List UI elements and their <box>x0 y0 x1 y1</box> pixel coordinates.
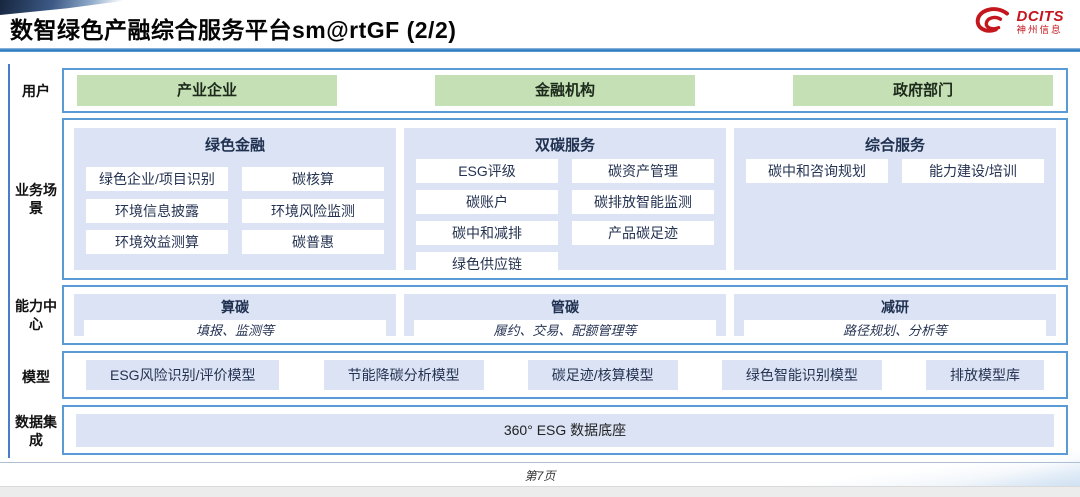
left-accent-line <box>8 64 10 458</box>
dcits-logo-subtitle: 神州信息 <box>1016 24 1063 36</box>
scenario-item: 碳核算 <box>242 166 384 191</box>
capability-title: 管碳 <box>551 299 579 315</box>
page-title: 数智绿色产融综合服务平台sm@rtGF (2/2) <box>10 17 457 43</box>
scenario-item: ESG评级 <box>416 159 558 183</box>
scenario-item: 碳中和减排 <box>416 221 558 245</box>
capability-block-manage-carbon: 管碳 履约、交易、配额管理等 <box>404 294 726 339</box>
esg-data-base-bar: 360° ESG 数据底座 <box>76 413 1054 447</box>
footer-divider <box>0 462 1080 463</box>
dcits-swoosh-icon <box>975 7 1009 33</box>
dcits-logo-text: DCITS 神州信息 <box>1017 9 1065 36</box>
model-chip: 碳足迹/核算模型 <box>527 360 678 390</box>
model-chip: ESG风险识别/评价模型 <box>86 360 280 390</box>
scenario-item: 碳排放智能监测 <box>572 190 714 214</box>
scenario-item: 碳资产管理 <box>572 159 714 183</box>
scenario-items-grid: 绿色企业/项目识别 碳核算 环境信息披露 环境风险监测 环境效益测算 碳普惠 <box>82 159 388 262</box>
capability-desc: 路径规划、分析等 <box>744 320 1046 339</box>
user-chip-government: 政府部门 <box>793 75 1053 106</box>
capability-block-reduce-research: 减研 路径规划、分析等 <box>734 294 1056 339</box>
scenario-column-green-finance: 绿色金融 绿色企业/项目识别 碳核算 环境信息披露 环境风险监测 环境效益测算 … <box>74 128 396 270</box>
scenario-column-title: 综合服务 <box>864 137 925 154</box>
capability-desc: 填报、监测等 <box>84 320 386 339</box>
capability-block-count-carbon: 算碳 填报、监测等 <box>74 294 396 339</box>
scenario-item: 碳账户 <box>416 190 558 214</box>
scenario-item: 绿色供应链 <box>416 252 558 276</box>
capabilities-row: 算碳 填报、监测等 管碳 履约、交易、配额管理等 减研 路径规划、分析等 <box>62 285 1068 345</box>
scenario-item: 碳普惠 <box>242 230 384 255</box>
title-underline <box>0 48 1080 52</box>
dcits-logo: DCITS 神州信息 <box>972 7 1065 37</box>
data-integration-row: 360° ESG 数据底座 <box>62 405 1068 455</box>
scenario-item: 碳中和咨询规划 <box>746 159 888 183</box>
capability-title: 算碳 <box>221 299 249 315</box>
scenario-item: 环境效益测算 <box>86 230 228 255</box>
users-row: 产业企业 金融机构 政府部门 <box>62 68 1068 113</box>
scenario-item: 绿色企业/项目识别 <box>86 166 228 191</box>
scenario-column-title: 双碳服务 <box>534 137 595 154</box>
layer-label-scenarios: 业务场景 <box>15 182 57 217</box>
user-chip-financial: 金融机构 <box>435 75 695 106</box>
layer-label-capabilities: 能力中心 <box>15 298 57 333</box>
scenario-item: 环境信息披露 <box>86 198 228 223</box>
layer-label-users: 用户 <box>22 83 50 99</box>
scenario-column-dual-carbon: 双碳服务 ESG评级 碳资产管理 碳账户 碳排放智能监测 碳中和减排 产品碳足迹… <box>404 128 726 276</box>
model-chip: 节能降碳分析模型 <box>323 360 484 390</box>
scenario-item: 产品碳足迹 <box>572 221 714 245</box>
dcits-logo-name: DCITS <box>1016 7 1064 25</box>
page-number: 第7页 <box>524 469 556 483</box>
scenario-item: 能力建设/培训 <box>902 159 1044 183</box>
scenario-item: 环境风险监测 <box>242 198 384 223</box>
capability-title: 减研 <box>881 299 909 315</box>
scenario-column-comprehensive: 综合服务 碳中和咨询规划 能力建设/培训 <box>734 128 1056 270</box>
scenario-column-title: 绿色金融 <box>204 137 265 154</box>
model-chip: 排放模型库 <box>925 360 1044 390</box>
layer-label-models: 模型 <box>22 369 50 385</box>
model-chip: 绿色智能识别模型 <box>721 360 882 390</box>
layer-label-data: 数据集成 <box>15 414 57 449</box>
scenarios-row: 绿色金融 绿色企业/项目识别 碳核算 环境信息披露 环境风险监测 环境效益测算 … <box>62 118 1068 280</box>
user-chip-industry: 产业企业 <box>77 75 337 106</box>
models-row: ESG风险识别/评价模型 节能降碳分析模型 碳足迹/核算模型 绿色智能识别模型 … <box>62 351 1068 399</box>
scenario-items-grid: ESG评级 碳资产管理 碳账户 碳排放智能监测 碳中和减排 产品碳足迹 绿色供应… <box>412 159 718 276</box>
scenario-items-grid: 碳中和咨询规划 能力建设/培训 <box>742 159 1048 262</box>
capability-desc: 履约、交易、配额管理等 <box>414 320 716 339</box>
bottom-bar <box>0 486 1080 497</box>
